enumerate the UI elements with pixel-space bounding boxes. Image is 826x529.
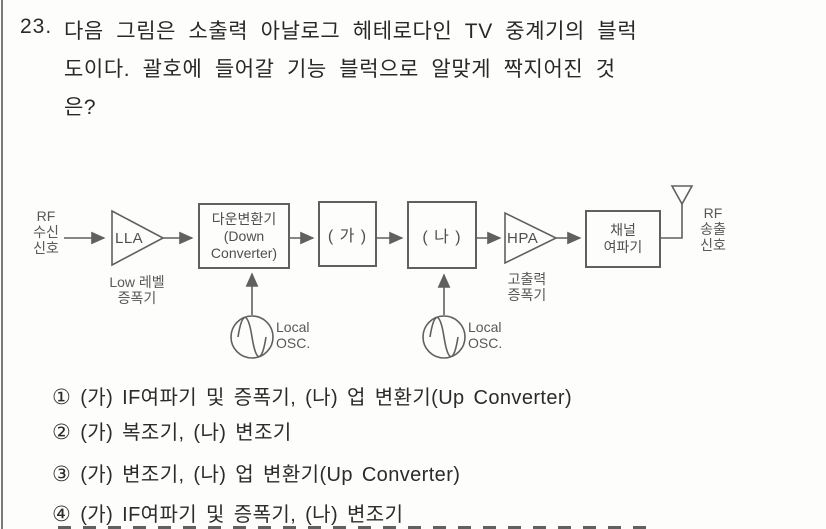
question-number: 23. xyxy=(20,15,53,38)
choice-2-text: (가) 복조기, (나) 변조기 xyxy=(80,422,292,444)
question-text-line1: 다음 그림은 소출력 아날로그 헤테로다인 TV 중계기의 블럭 xyxy=(64,20,638,43)
hpa-caption: 고출력 증폭기 xyxy=(507,271,547,303)
wire-channelfilter-to-antenna xyxy=(661,204,683,239)
answer-choice-2: ② (가) 복조기, (나) 변조기 xyxy=(52,416,292,445)
hpa-amplifier-label: HPA xyxy=(507,230,539,247)
choice-3-marker: ③ xyxy=(52,463,72,486)
answer-choice-1: ① (가) IF여파기 및 증폭기, (나) 업 변환기(Up Converter… xyxy=(52,381,572,410)
answer-choice-3: ③ (가) 변조기, (나) 업 변환기(Up Converter) xyxy=(52,458,460,487)
choice-2-marker: ② xyxy=(52,421,72,444)
cutoff-text-fragments xyxy=(58,526,646,529)
choice-1-text: (가) IF여파기 및 증폭기, (나) 업 변환기(Up Converter) xyxy=(80,387,573,409)
lla-amplifier-triangle xyxy=(111,209,165,267)
lla-amplifier-label: LLA xyxy=(115,230,144,247)
osc1-label: Local OSC. xyxy=(276,319,311,351)
blank-a-box: ( 가 ) xyxy=(318,201,377,267)
question-text-line3: 은? xyxy=(64,96,97,119)
choice-3-text: (가) 변조기, (나) 업 변환기(Up Converter) xyxy=(80,464,461,486)
question-text-line2: 도이다. 괄호에 들어갈 기능 블럭으로 알맞게 짝지어진 것 xyxy=(64,58,616,81)
channel-filter-box: 채널 여파기 xyxy=(585,210,661,268)
lla-caption: Low 레벨 증폭기 xyxy=(109,274,165,306)
answer-choice-4: ④ (가) IF여파기 및 증폭기, (나) 변조기 xyxy=(52,498,403,527)
choice-4-text: (가) IF여파기 및 증폭기, (나) 변조기 xyxy=(80,504,404,526)
choice-1-marker: ① xyxy=(52,386,72,409)
antenna-icon xyxy=(670,185,694,206)
blank-b-box: ( 나 ) xyxy=(407,201,477,269)
sine-wave-icon-1 xyxy=(237,316,267,358)
rf-output-label: RF 송출 신호 xyxy=(700,205,726,253)
hpa-amplifier-triangle xyxy=(504,211,558,265)
sine-wave-icon-2 xyxy=(429,316,459,358)
osc2-label: Local OSC. xyxy=(468,319,503,351)
rf-input-label: RF 수신 신호 xyxy=(33,208,59,256)
page-left-border xyxy=(1,0,3,529)
down-converter-box: 다운변환기 (Down Converter) xyxy=(198,203,290,269)
choice-4-marker: ④ xyxy=(52,503,72,526)
